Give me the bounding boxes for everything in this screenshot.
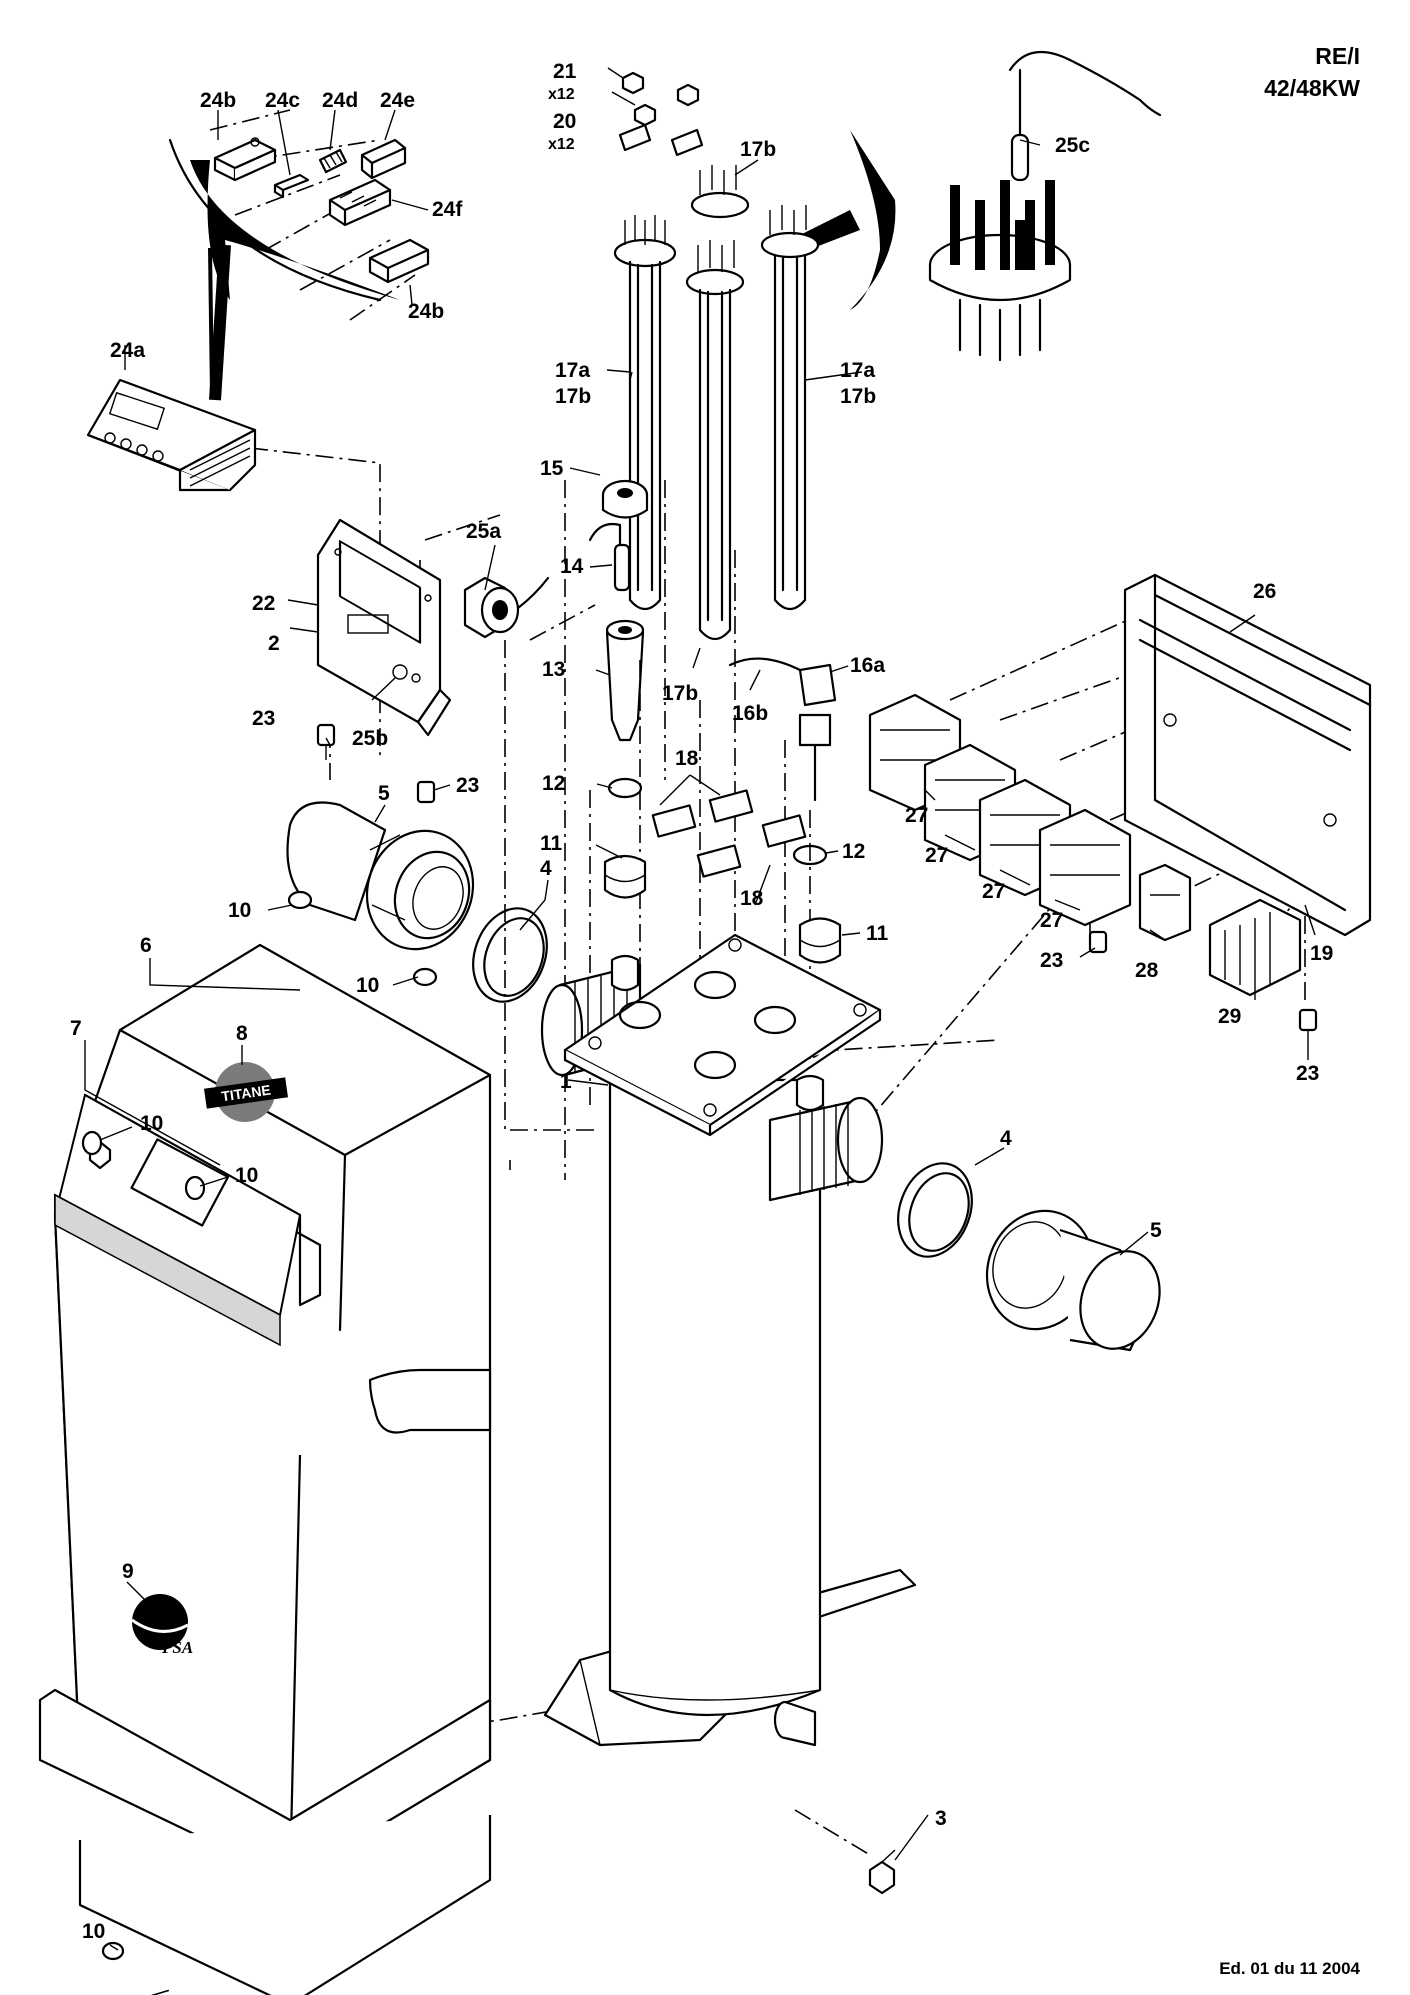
psa-logo: PSA [131, 1594, 193, 1657]
callout-28: 28 [1135, 959, 1159, 982]
callout-29: 29 [1218, 1005, 1241, 1028]
callout-24b-top: 24b [200, 89, 236, 112]
callout-10-d: 10 [235, 1164, 258, 1187]
callout-24a: 24a [110, 339, 145, 362]
callout-17a-right: 17a [840, 359, 875, 382]
titane-logo: TITANE [204, 1062, 288, 1122]
callout-4-left: 4 [540, 857, 552, 880]
callout-20: 20 [553, 110, 576, 133]
thermostat-well-13-14-15 [588, 479, 649, 742]
callout-24c: 24c [265, 89, 300, 112]
callout-25a: 25a [466, 520, 501, 543]
connector-zoom-callout [168, 138, 400, 401]
union-5-right [985, 1209, 1161, 1352]
callout-10-a: 10 [228, 899, 251, 922]
callout-17b-left: 17b [555, 385, 591, 408]
screws-10 [81, 890, 438, 1961]
callout-27-c: 27 [982, 880, 1005, 903]
mounting-panel-26 [1123, 573, 1372, 937]
callout-2: 2 [268, 632, 280, 655]
screws-23 [316, 723, 1318, 1032]
union-5-left [286, 801, 475, 951]
callout-15: 15 [540, 457, 564, 480]
o-ring-4-left [472, 907, 548, 1003]
front-panel-7 [54, 1093, 322, 1347]
callout-11-b: 11 [866, 922, 889, 945]
callout-23-a: 23 [252, 707, 275, 730]
callout-27-d: 27 [1040, 909, 1063, 932]
callout-22: 22 [252, 592, 275, 615]
leader-lines [84, 67, 1316, 1951]
callout-17b-right: 17b [840, 385, 876, 408]
callout-23-d: 23 [1296, 1062, 1319, 1085]
callout-10-e: 10 [82, 1920, 105, 1943]
heating-element-head-zoom-25c [790, 50, 1162, 362]
titane-logo-text: TITANE [220, 1082, 271, 1105]
callout-12-a: 12 [542, 772, 565, 795]
callout-3: 3 [935, 1807, 947, 1830]
callout-10-b: 10 [356, 974, 379, 997]
model-title-line2: 42/48KW [1264, 75, 1360, 101]
clips-18 [651, 789, 807, 878]
breaker-28 [1138, 863, 1192, 942]
callout-17b-top: 17b [740, 138, 776, 161]
callout-19: 19 [1310, 942, 1333, 965]
callout-8: 8 [236, 1022, 248, 1045]
callout-6: 6 [140, 934, 152, 957]
callout-26: 26 [1253, 580, 1276, 603]
callout-27-a: 27 [905, 804, 928, 827]
callout-27-b: 27 [925, 844, 948, 867]
controller-24a [86, 378, 257, 492]
callout-labels: 1 2 3 4 4 5 5 6 7 8 9 10 10 10 10 10 11 … [70, 60, 1333, 1943]
callout-23-c: 23 [1040, 949, 1063, 972]
callout-5-left: 5 [378, 782, 390, 805]
connector-parts-24 [213, 137, 430, 284]
callout-23-b: 23 [456, 774, 479, 797]
callout-17a-left: 17a [555, 359, 590, 382]
callout-18-b: 18 [740, 887, 764, 910]
model-title-line1: RE/I [1315, 43, 1360, 69]
o-ring-4-right [897, 1162, 973, 1258]
callout-25c: 25c [1055, 134, 1090, 157]
callout-11-a: 11 [540, 832, 563, 855]
sensor-25a [463, 576, 550, 639]
callout-24b-bottom: 24b [408, 300, 444, 323]
contactors-27 [868, 693, 1132, 927]
terminal-block-29 [1208, 898, 1302, 997]
nuts-and-clips-20-21 [618, 71, 704, 157]
callout-10-c: 10 [140, 1112, 163, 1135]
callout-1: 1 [560, 1070, 572, 1093]
edition-note: Ed. 01 du 11 2004 [1219, 1959, 1360, 1978]
callout-13: 13 [542, 658, 565, 681]
callout-21-qty: x12 [548, 86, 575, 103]
plug-3 [868, 1849, 896, 1895]
heater-vessel-1 [540, 933, 917, 1747]
heating-elements-17 [613, 165, 820, 641]
callout-18-a: 18 [675, 747, 699, 770]
o-rings-12 [607, 777, 828, 866]
callout-25b: 25b [352, 727, 388, 750]
callout-24d: 24d [322, 89, 358, 112]
psa-logo-text: PSA [161, 1638, 193, 1657]
callout-24e: 24e [380, 89, 415, 112]
fittings-11 [603, 854, 842, 964]
callout-16b: 16b [732, 702, 768, 725]
callout-24f: 24f [432, 198, 463, 221]
callout-5-right: 5 [1150, 1219, 1162, 1242]
callout-20-qty: x12 [548, 136, 575, 153]
bracket-22 [316, 518, 452, 737]
callout-7: 7 [70, 1017, 82, 1040]
callout-21: 21 [553, 60, 577, 83]
callout-17b-bottom: 17b [662, 682, 698, 705]
callout-14: 14 [560, 555, 584, 578]
callout-4-right: 4 [1000, 1127, 1012, 1150]
callout-16a: 16a [850, 654, 885, 677]
callout-12-b: 12 [842, 840, 865, 863]
sensor-16a-16b [728, 657, 837, 802]
callout-9: 9 [122, 1560, 134, 1583]
